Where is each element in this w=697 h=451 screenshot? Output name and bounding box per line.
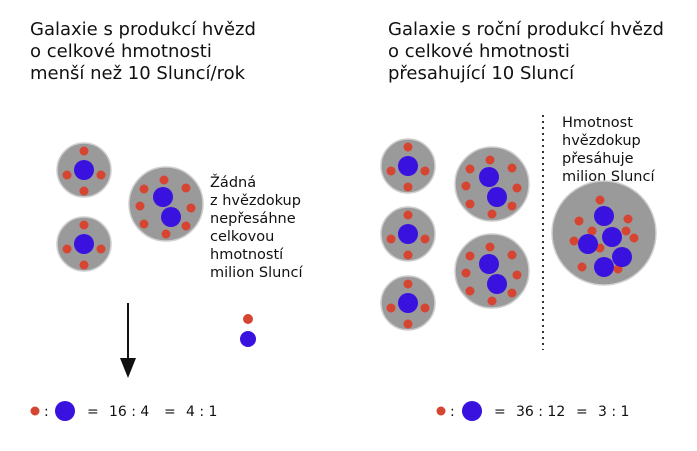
small-star	[96, 170, 106, 180]
small-star	[623, 214, 633, 224]
small-star	[79, 260, 89, 270]
small-star	[507, 288, 517, 298]
small-star	[569, 236, 579, 246]
big-star	[578, 234, 598, 254]
small-star	[465, 164, 475, 174]
big-star	[398, 224, 418, 244]
ratio-small-star	[30, 406, 40, 416]
big-star	[153, 187, 173, 207]
small-star	[403, 142, 413, 152]
small-star	[461, 181, 471, 191]
small-star	[461, 268, 471, 278]
small-star	[96, 244, 106, 254]
small-star	[485, 242, 495, 252]
small-star	[386, 303, 396, 313]
big-star	[161, 207, 181, 227]
small-star	[386, 166, 396, 176]
small-star	[629, 233, 639, 243]
big-star	[479, 254, 499, 274]
ratio-equals: =	[494, 404, 506, 420]
ratio-colon: :	[450, 404, 455, 420]
small-star	[595, 195, 605, 205]
small-star	[181, 221, 191, 231]
small-star	[139, 219, 149, 229]
small-star	[465, 286, 475, 296]
small-star	[79, 186, 89, 196]
big-star	[74, 234, 94, 254]
small-star	[487, 209, 497, 219]
small-star	[507, 201, 517, 211]
small-star	[79, 146, 89, 156]
left-panel-title: Galaxie s produkcí hvězd o celkové hmotn…	[30, 19, 256, 84]
small-star	[186, 203, 196, 213]
small-star	[79, 220, 89, 230]
big-star	[602, 227, 622, 247]
small-star	[62, 244, 72, 254]
ratio-equals-2: =	[164, 404, 176, 420]
ratio-equals-2: =	[576, 404, 588, 420]
ratio-value: 16 : 4	[109, 404, 149, 420]
small-star	[512, 270, 522, 280]
small-star	[574, 216, 584, 226]
small-star	[403, 182, 413, 192]
ratio-equals: =	[87, 404, 99, 420]
small-star	[420, 234, 430, 244]
legend-small-star	[243, 314, 253, 324]
ratio-simplified: 4 : 1	[186, 404, 217, 420]
small-star	[403, 319, 413, 329]
big-star	[479, 167, 499, 187]
small-star	[512, 183, 522, 193]
big-star	[398, 293, 418, 313]
right-panel-title: Galaxie s roční produkcí hvězd o celkové…	[388, 19, 664, 84]
big-star	[487, 274, 507, 294]
small-star	[420, 303, 430, 313]
ratio-simplified: 3 : 1	[598, 404, 629, 420]
big-star	[487, 187, 507, 207]
small-star	[181, 183, 191, 193]
ratio-big-star	[462, 401, 482, 421]
ratio-big-star	[55, 401, 75, 421]
big-star	[594, 206, 614, 226]
small-star	[621, 226, 631, 236]
ratio-colon: :	[44, 404, 49, 420]
small-star	[159, 175, 169, 185]
ratio-value: 36 : 12	[516, 404, 565, 420]
small-star	[465, 199, 475, 209]
right-ratio: : = 36 : 12 = 3 : 1	[436, 401, 629, 421]
small-star	[465, 251, 475, 261]
small-star	[507, 163, 517, 173]
small-star	[403, 279, 413, 289]
big-star	[74, 160, 94, 180]
left-ratio: : = 16 : 4 = 4 : 1	[30, 401, 217, 421]
small-star	[507, 250, 517, 260]
big-star	[594, 257, 614, 277]
cluster-group	[56, 138, 657, 331]
left-panel-annotation: Žádná z hvězdokup nepřesáhne celkovou hm…	[210, 175, 303, 281]
right-panel-annotation: Hmotnost hvězdokup přesáhuje milion Slun…	[562, 115, 655, 185]
small-star	[485, 155, 495, 165]
small-star	[386, 234, 396, 244]
small-star	[403, 210, 413, 220]
small-star	[62, 170, 72, 180]
small-star	[577, 262, 587, 272]
ratio-small-star	[436, 406, 446, 416]
big-star	[398, 156, 418, 176]
small-star	[139, 184, 149, 194]
small-star	[587, 226, 597, 236]
small-star	[135, 201, 145, 211]
small-star	[403, 250, 413, 260]
small-star	[420, 166, 430, 176]
legend-big-star	[240, 331, 256, 347]
big-star	[612, 247, 632, 267]
small-star	[487, 296, 497, 306]
small-star	[161, 229, 171, 239]
